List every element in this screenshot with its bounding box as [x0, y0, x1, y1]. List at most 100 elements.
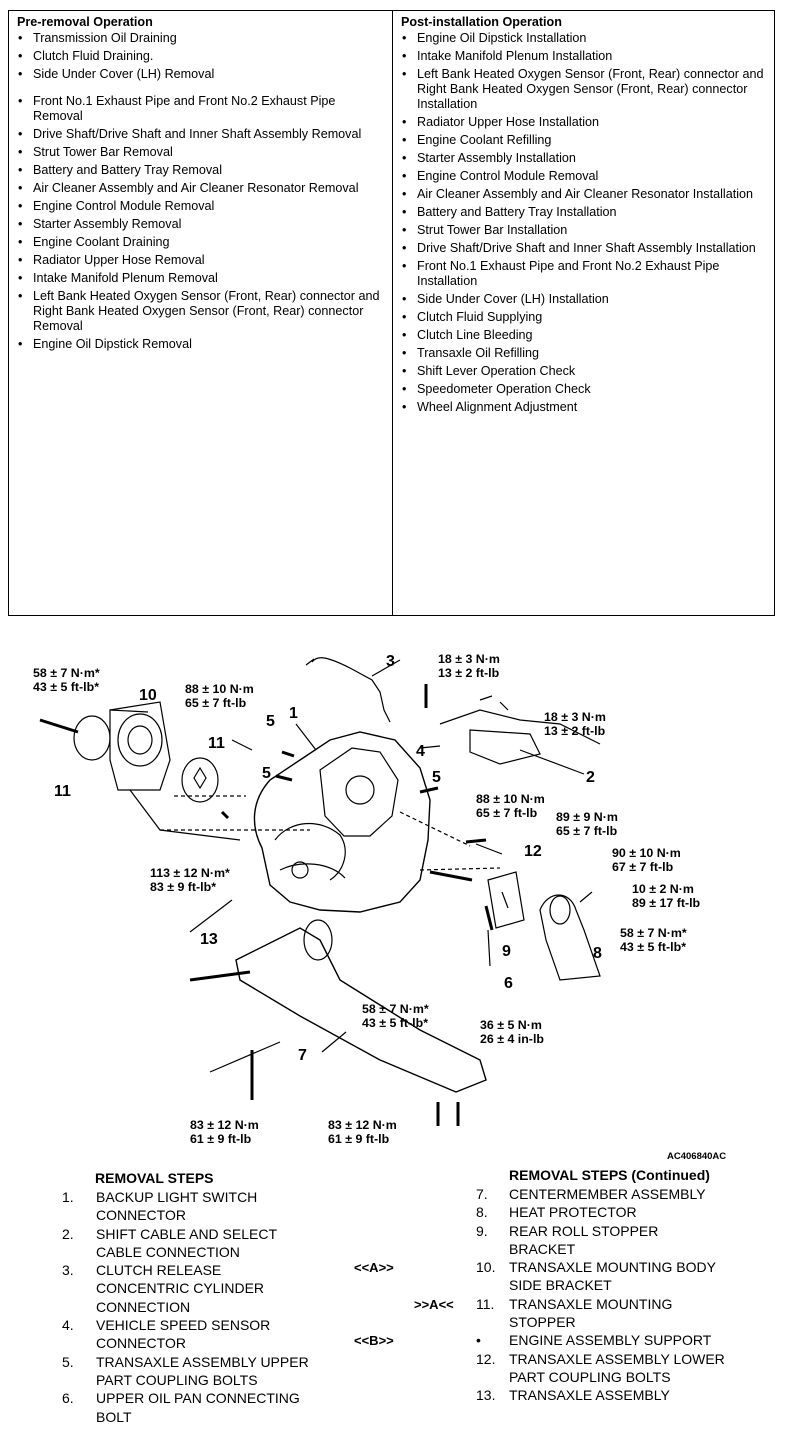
list-item: Side Under Cover (LH) Installation [401, 292, 768, 307]
mount-bracket-drawing [109, 701, 171, 791]
list-item: Shift Lever Operation Check [401, 364, 768, 379]
step-text: HEAT PROTECTOR [509, 1204, 637, 1221]
post-installation-list: Engine Oil Dipstick Installation Intake … [401, 31, 768, 415]
step-text: ENGINE ASSEMBLY SUPPORT [509, 1332, 712, 1349]
step-number: 1. [62, 1189, 74, 1205]
step-number: 3. [62, 1262, 74, 1279]
step-item: 12.TRANSAXLE ASSEMBLY LOWER PART COUPLIN… [476, 1350, 776, 1387]
torque-spec: 88 ± 10 N·m 65 ± 7 ft-lb [185, 682, 254, 710]
part-number-11: 11 [54, 783, 71, 800]
step-text: CLUTCH RELEASE CONCENTRIC CYLINDER CONNE… [96, 1262, 265, 1315]
torque-text: 83 ± 12 N·m 61 ± 9 ft-lb [328, 1118, 397, 1146]
list-item: Side Under Cover (LH) Removal [17, 67, 386, 82]
torque-text: 58 ± 7 N·m* 43 ± 5 ft-lb* [362, 1002, 429, 1030]
transaxle-exploded-diagram: 10 1 3 5 5 4 5 11 11 2 12 13 9 8 6 7 58 … [0, 640, 785, 1165]
step-item: 10. TRANSAXLE MOUNTING BODY SIDE BRACKET [476, 1258, 776, 1295]
torque-text: 58 ± 7 N·m* 43 ± 5 ft-lb* [33, 666, 100, 694]
torque-text: 36 ± 5 N·m 26 ± 4 in-lb [480, 1018, 544, 1046]
torque-spec: 88 ± 10 N·m 65 ± 7 ft-lb [476, 792, 545, 820]
step-number: 4. [62, 1317, 74, 1334]
step-number: 9. [476, 1222, 488, 1239]
torque-spec: 18 ± 3 N·m 13 ± 2 ft-lb [544, 710, 606, 738]
list-item: Clutch Fluid Draining. [17, 49, 386, 64]
pre-removal-list: Transmission Oil Draining Clutch Fluid D… [17, 31, 386, 352]
step-text: TRANSAXLE MOUNTING STOPPER [509, 1295, 673, 1330]
step-item: 6.UPPER OIL PAN CONNECTING BOLT [62, 1389, 362, 1426]
part-number-12: 12 [524, 843, 542, 860]
step-item: 4. VEHICLE SPEED SENSOR CONNECTOR [62, 1316, 362, 1353]
list-item: Radiator Upper Hose Installation [401, 115, 768, 130]
list-item: Engine Control Module Removal [17, 199, 386, 214]
list-item: Battery and Battery Tray Installation [401, 205, 768, 220]
torque-spec: 90 ± 10 N·m 67 ± 7 ft-lb [612, 846, 681, 874]
list-item: Engine Coolant Refilling [401, 133, 768, 148]
torque-spec: 83 ± 12 N·m 61 ± 9 ft-lb [328, 1118, 397, 1146]
step-number: 10. [476, 1259, 496, 1276]
step-text: SHIFT CABLE AND SELECT CABLE CONNECTION [96, 1225, 278, 1260]
list-item: Engine Oil Dipstick Removal [17, 337, 386, 352]
step-number: 8. [476, 1204, 488, 1221]
part-number-4: 4 [416, 743, 425, 760]
step-text: VEHICLE SPEED SENSOR CONNECTOR [96, 1317, 271, 1352]
list-item: Engine Coolant Draining [17, 235, 386, 250]
step-number: 7. [476, 1186, 488, 1202]
removal-steps-title: REMOVAL STEPS [95, 1170, 214, 1186]
part-number-5: 5 [262, 765, 271, 782]
list-item: Starter Assembly Removal [17, 217, 386, 232]
clutch-pipe-drawing [311, 657, 391, 723]
heat-protector-drawing [539, 894, 601, 981]
step-item: 8. HEAT PROTECTOR [476, 1203, 776, 1221]
procedure-mark-a: >>A<< [414, 1296, 454, 1314]
step-item: 3. CLUTCH RELEASE CONCENTRIC CYLINDER CON… [62, 1261, 362, 1316]
step-item: 9.REAR ROLL STOPPER BRACKET [476, 1222, 776, 1259]
part-number-7: 7 [298, 1047, 307, 1064]
part-number-3: 3 [386, 653, 395, 670]
figure-code: AC406840AC [667, 1151, 727, 1162]
step-item: 11. TRANSAXLE MOUNTING STOPPER [476, 1295, 776, 1332]
step-number: 2. [62, 1225, 74, 1242]
part-number-2: 2 [586, 769, 595, 786]
step-number: 13. [476, 1387, 496, 1404]
list-item: Transmission Oil Draining [17, 31, 386, 46]
torque-text: 90 ± 10 N·m 67 ± 7 ft-lb [612, 846, 681, 874]
step-text: TRANSAXLE ASSEMBLY LOWER PART COUPLING B… [509, 1350, 725, 1385]
mark-text: >>A<< [414, 1297, 454, 1312]
step-text: TRANSAXLE MOUNTING BODY SIDE BRACKET [509, 1259, 716, 1294]
list-item: Wheel Alignment Adjustment [401, 400, 768, 415]
part-number-1: 1 [289, 705, 298, 722]
list-item: Front No.1 Exhaust Pipe and Front No.2 E… [17, 94, 386, 124]
list-item: Starter Assembly Installation [401, 151, 768, 166]
post-installation-column: Post-installation Operation Engine Oil D… [393, 11, 774, 615]
removal-steps-continued-title: REMOVAL STEPS (Continued) [509, 1167, 710, 1183]
torque-spec: 113 ± 12 N·m* 83 ± 9 ft-lb* [150, 866, 230, 894]
part-number-10: 10 [139, 687, 157, 704]
list-item: Drive Shaft/Drive Shaft and Inner Shaft … [17, 127, 386, 142]
stopper-plate-drawing [73, 715, 111, 761]
pre-removal-title: Pre-removal Operation [17, 15, 153, 29]
list-item: Drive Shaft/Drive Shaft and Inner Shaft … [401, 241, 768, 256]
torque-text: 88 ± 10 N·m 65 ± 7 ft-lb [185, 682, 254, 710]
list-item: Clutch Line Bleeding [401, 328, 768, 343]
step-number: 11. [476, 1295, 495, 1312]
transaxle-housing-drawing [253, 731, 431, 913]
step-number: • [476, 1332, 481, 1349]
part-number-5: 5 [432, 769, 441, 786]
diagram-drawing [39, 657, 601, 1126]
mark-text: <<B>> [354, 1333, 394, 1348]
list-item: Radiator Upper Hose Removal [17, 253, 386, 268]
step-item: 13.TRANSAXLE ASSEMBLY [476, 1386, 776, 1404]
step-item: • ENGINE ASSEMBLY SUPPORT [476, 1331, 776, 1349]
list-item: Intake Manifold Plenum Removal [17, 271, 386, 286]
list-item: Left Bank Heated Oxygen Sensor (Front, R… [17, 289, 386, 334]
operations-table: Pre-removal Operation Transmission Oil D… [8, 10, 775, 616]
list-item: Speedometer Operation Check [401, 382, 768, 397]
step-item: 2. SHIFT CABLE AND SELECT CABLE CONNECTIO… [62, 1225, 362, 1262]
list-item: Front No.1 Exhaust Pipe and Front No.2 E… [401, 259, 768, 289]
list-item: Strut Tower Bar Installation [401, 223, 768, 238]
step-number: 6. [62, 1390, 74, 1407]
procedure-mark-b: <<B>> [354, 1332, 394, 1350]
list-item: Engine Oil Dipstick Installation [401, 31, 768, 46]
torque-text: 83 ± 12 N·m 61 ± 9 ft-lb [190, 1118, 259, 1146]
pre-removal-column: Pre-removal Operation Transmission Oil D… [9, 11, 393, 615]
step-text: CENTERMEMBER ASSEMBLY [509, 1186, 706, 1202]
